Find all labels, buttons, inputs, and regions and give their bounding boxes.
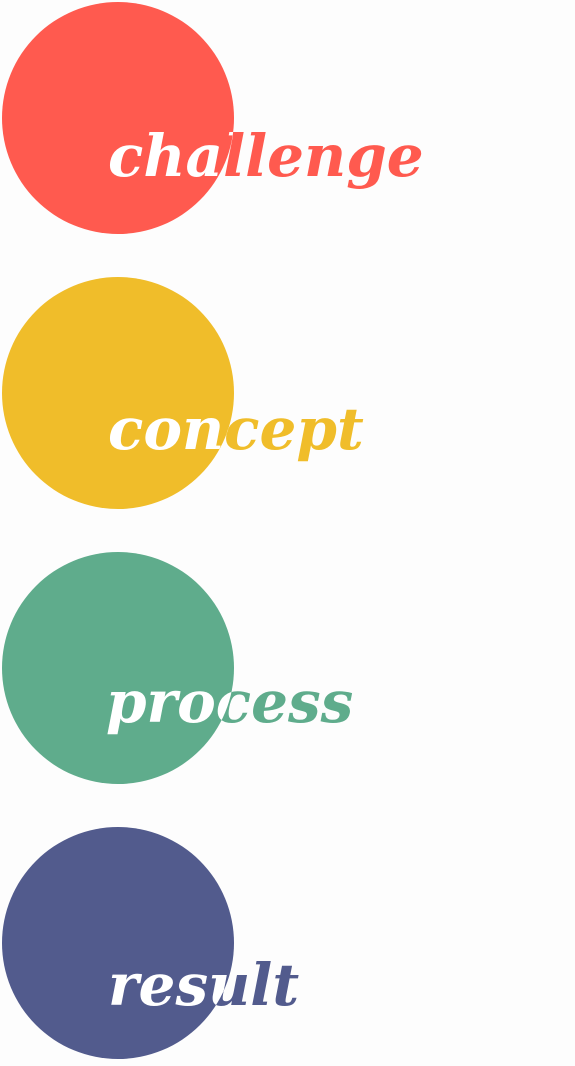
stage-challenge-graphic: challenge challenge [2, 2, 424, 234]
concept-label: concept [108, 395, 364, 463]
stage-process: process process [0, 550, 575, 790]
stage-result-graphic: result result [2, 827, 299, 1059]
stage-result: result result [0, 825, 575, 1065]
stage-concept: concept concept [0, 275, 575, 515]
result-label: result [108, 951, 299, 1019]
process-label-overlay: process [106, 668, 353, 736]
concept-circle [2, 277, 234, 509]
stage-concept-graphic: concept concept [2, 277, 364, 509]
result-label-overlay: result [108, 951, 299, 1019]
stage-challenge: challenge challenge [0, 0, 575, 240]
concept-label-overlay: concept [108, 395, 364, 463]
challenge-label: challenge [108, 122, 424, 190]
stage-process-graphic: process process [2, 552, 353, 784]
process-label: process [106, 668, 353, 736]
process-circle [2, 552, 234, 784]
result-circle [2, 827, 234, 1059]
challenge-label-overlay: challenge [108, 122, 424, 190]
challenge-circle [2, 2, 234, 234]
